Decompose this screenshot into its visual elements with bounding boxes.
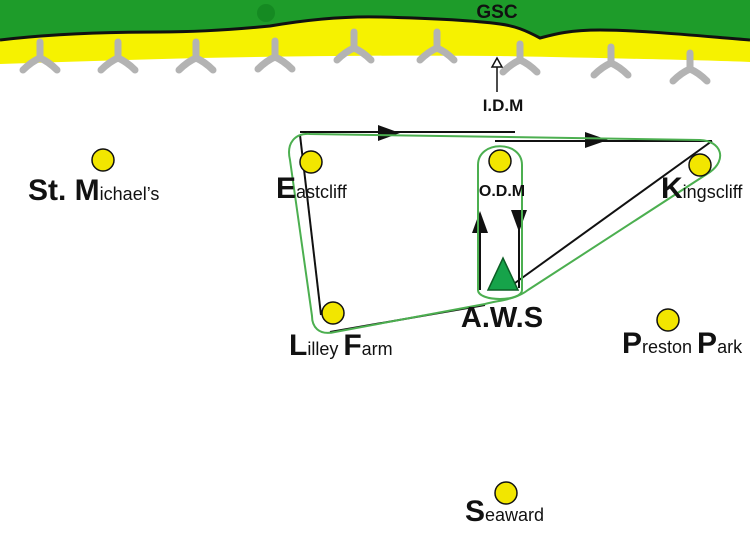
seaward-label: Seaward bbox=[465, 495, 544, 528]
ground-feature-icon bbox=[499, 40, 541, 76]
grass-band bbox=[0, 0, 750, 40]
lilley-farm-label: Lilley Farm bbox=[289, 329, 393, 362]
st-michaels-label: St. Michael’s bbox=[28, 174, 159, 207]
odm-loop bbox=[477, 145, 523, 300]
ground-feature-icon bbox=[590, 43, 632, 79]
aws-label: A.W.S bbox=[461, 302, 543, 334]
odm-label: O.D.M bbox=[479, 183, 525, 200]
st-michaels-marker bbox=[91, 148, 115, 172]
route-arrow-up bbox=[472, 211, 488, 233]
ground-feature-icon bbox=[254, 37, 296, 73]
shoreline bbox=[0, 15, 750, 42]
kingscliff-marker bbox=[688, 153, 712, 177]
ground-feature-icon bbox=[97, 38, 139, 74]
ground-feature-icon bbox=[19, 38, 61, 74]
lilley-farm-marker bbox=[321, 301, 345, 325]
ground-feature-icon bbox=[669, 49, 711, 85]
sand-band bbox=[0, 16, 750, 64]
eastcliff-marker bbox=[299, 150, 323, 174]
idm-arrow-head bbox=[490, 56, 504, 68]
ground-feature-icon bbox=[416, 28, 458, 64]
route-arrow-east-2 bbox=[585, 132, 608, 148]
tree-icon bbox=[257, 4, 275, 22]
preston-park-label: Preston Park bbox=[622, 327, 743, 360]
aws-triangle-icon bbox=[486, 256, 520, 291]
kingscliff-label: Kingscliff bbox=[661, 172, 743, 205]
gsc-label: GSC bbox=[476, 2, 517, 23]
location-markers bbox=[91, 148, 712, 505]
eastcliff-label: Eastcliff bbox=[276, 172, 348, 205]
circuit-outline bbox=[288, 132, 722, 334]
ground-features bbox=[19, 28, 711, 85]
route-arrow-down bbox=[511, 210, 527, 232]
ground-feature-icon bbox=[175, 38, 217, 74]
idm-label: I.D.M bbox=[483, 96, 524, 115]
odm-marker bbox=[488, 149, 512, 173]
ground-feature-icon bbox=[333, 28, 375, 64]
route-arrow-east-1 bbox=[378, 125, 400, 141]
seaward-marker bbox=[494, 481, 518, 505]
preston-park-marker bbox=[656, 308, 680, 332]
